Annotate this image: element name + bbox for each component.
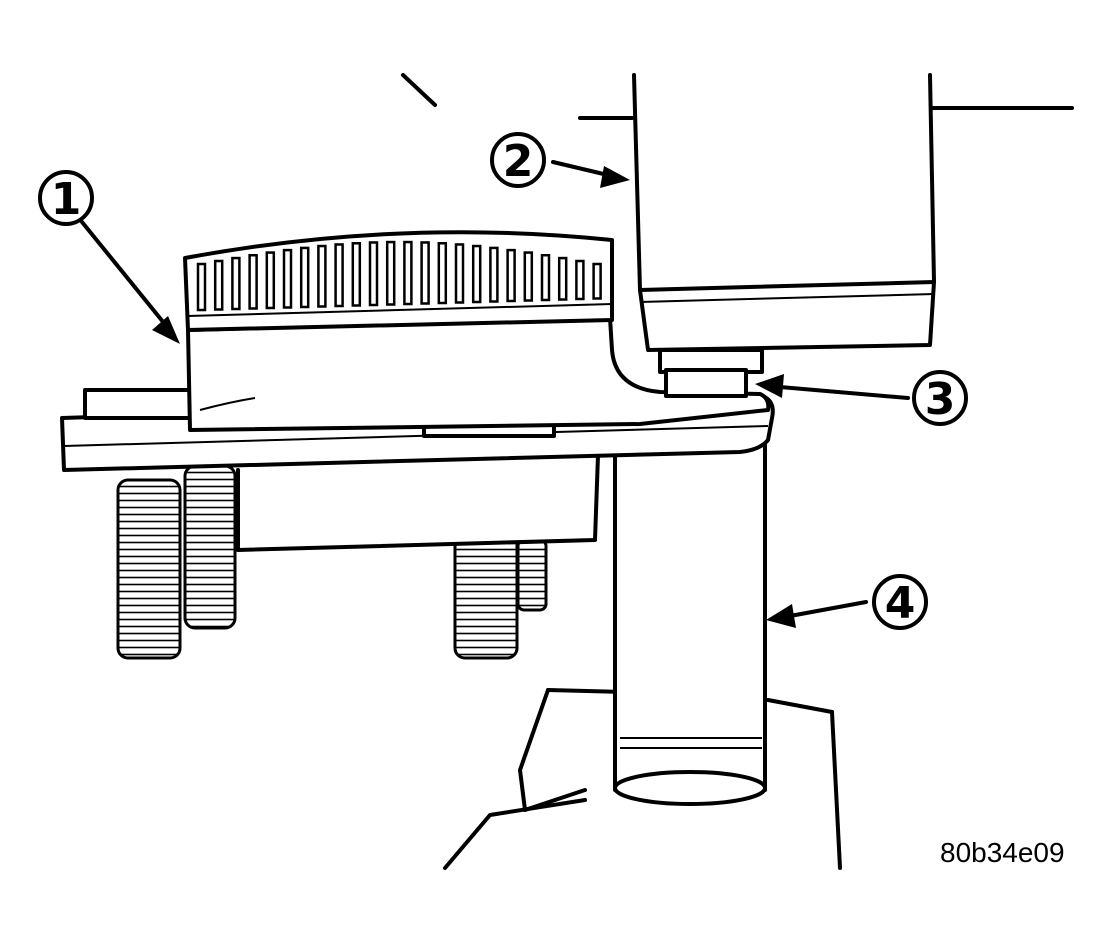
tone-ring-tooth [592, 262, 602, 300]
tone-ring-tooth [231, 256, 241, 311]
callout-1-label: 1 [51, 174, 82, 225]
arrow-head-4 [766, 604, 796, 628]
tone-ring-tooth [403, 240, 413, 306]
tone-ring-tooth [334, 243, 344, 308]
tone-ring-tooth [420, 241, 430, 305]
arrow-head-1 [152, 316, 180, 344]
tone-ring-tooth [196, 262, 207, 312]
tone-ring-tooth [248, 253, 258, 310]
tone-ring-tooth [351, 242, 362, 307]
hub-pilot [236, 453, 600, 552]
tone-ring-tooth [437, 242, 448, 305]
tone-ring-tooth [265, 251, 276, 310]
tone-ring-tooth [523, 251, 534, 302]
tone-ring-tooth [540, 253, 551, 302]
tone-ring-tooth [506, 248, 516, 303]
leader-arrows [80, 160, 910, 628]
tone-ring-tooth [282, 248, 293, 309]
arrow-head-2 [600, 166, 630, 188]
tone-ring-tooth [575, 259, 585, 301]
tone-ring [183, 230, 614, 332]
callout-3-label: 3 [925, 374, 956, 425]
callout-4-label: 4 [885, 578, 916, 629]
figure-reference-code: 80b34e09 [940, 837, 1065, 868]
tone-ring-tooth [385, 240, 396, 306]
callout-2: 2 [490, 132, 546, 188]
press-base-fixture [443, 688, 842, 870]
callout-4: 4 [872, 574, 928, 630]
tone-ring-tooth [368, 241, 379, 307]
press-ram [401, 73, 1074, 398]
callout-1: 1 [38, 170, 94, 226]
callout-3: 3 [912, 370, 968, 426]
tone-ring-tooth [489, 246, 499, 303]
tone-ring-tooth [454, 243, 465, 304]
arrow-head-3 [755, 374, 784, 398]
tone-ring-tooth [557, 256, 568, 301]
receiving-cup [613, 443, 767, 806]
callout-2-label: 2 [503, 136, 534, 187]
tone-ring-tooth [299, 246, 310, 309]
tone-ring-tooth [471, 244, 482, 304]
tone-ring-tooth [213, 259, 224, 311]
tone-ring-tooth [317, 244, 327, 308]
